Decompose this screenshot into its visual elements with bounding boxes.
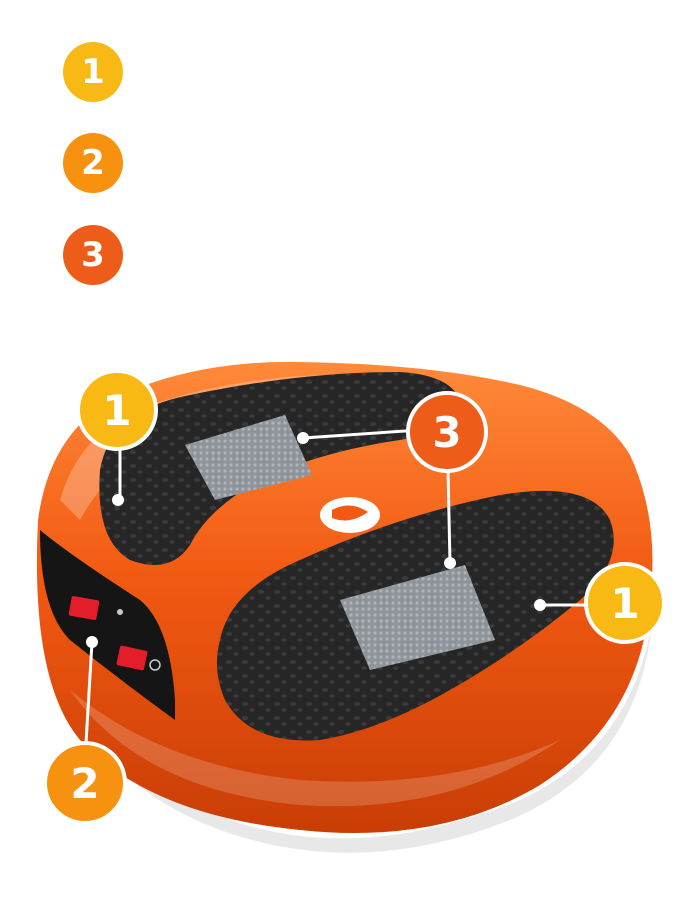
leader-dot-1b <box>534 599 546 611</box>
svg-text:3: 3 <box>432 408 461 457</box>
legend-badge-2: 2 <box>63 133 123 193</box>
legend-badge-3: 3 <box>63 225 123 285</box>
control-panel <box>40 530 175 720</box>
leader-line-3a <box>302 428 421 440</box>
callout-badge-2: 2 <box>43 741 127 825</box>
mesh-panel-right <box>340 565 495 670</box>
leader-dot-3a <box>297 432 309 444</box>
leader-dot-1a <box>112 494 124 506</box>
leader-dot-3b <box>444 557 456 569</box>
timer-display <box>68 596 100 620</box>
svg-text:2: 2 <box>70 759 99 808</box>
leader-dot-2 <box>86 636 98 648</box>
speed-display <box>116 645 148 671</box>
svg-text:1: 1 <box>610 579 639 628</box>
callout-badge-1b: 1 <box>584 562 666 644</box>
mesh-panel-left <box>185 415 312 500</box>
leader-line-3b <box>446 469 452 564</box>
leader-line-2 <box>83 641 94 761</box>
foot-massager-illustration: 1 1 2 3 <box>36 361 666 853</box>
legend-badge-1: 1 <box>63 42 123 102</box>
callout-badge-1a: 1 <box>76 369 158 451</box>
svg-text:1: 1 <box>102 386 131 435</box>
callout-badge-3: 3 <box>406 391 488 473</box>
